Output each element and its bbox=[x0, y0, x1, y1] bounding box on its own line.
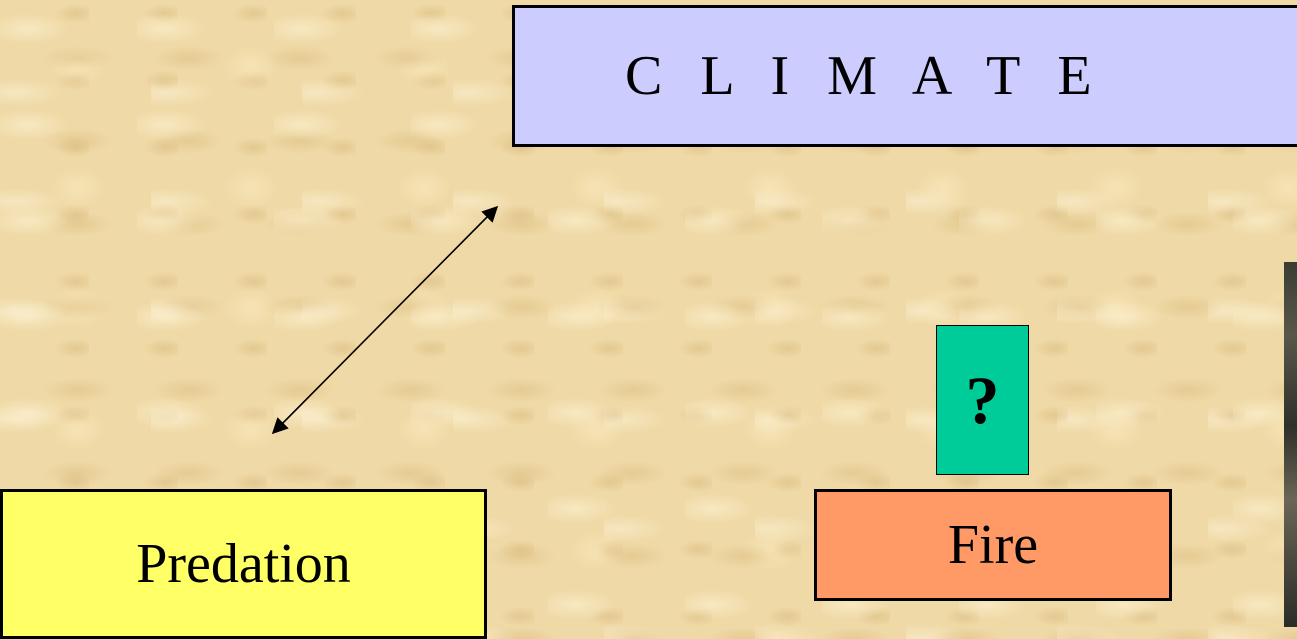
fire-node: Fire bbox=[814, 489, 1172, 601]
climate-node: C L I M A T E bbox=[512, 5, 1297, 147]
predation-node: Predation bbox=[0, 489, 487, 639]
photo-edge bbox=[1284, 262, 1297, 627]
fire-label: Fire bbox=[947, 514, 1039, 576]
climate-label: C L I M A T E bbox=[625, 45, 1104, 107]
question-mark: ? bbox=[965, 361, 1000, 438]
unknown-link-badge: ? bbox=[936, 325, 1029, 475]
predation-label: Predation bbox=[136, 533, 351, 595]
